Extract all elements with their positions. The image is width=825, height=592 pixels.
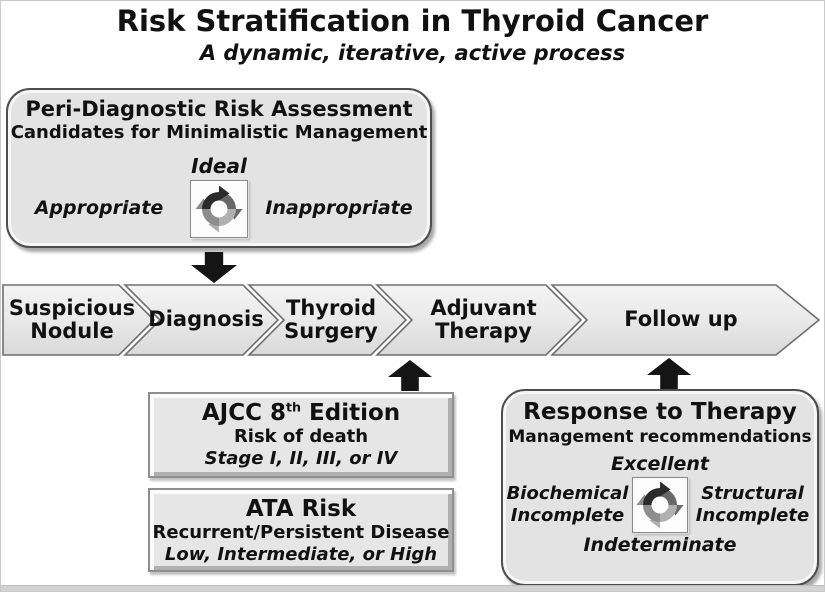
response-cycle-row: Biochemical Incomplete Structural Incomp… bbox=[503, 476, 817, 533]
ajcc-line3: Stage I, II, III, or IV bbox=[204, 448, 398, 470]
peri-box-subheading: Candidates for Minimalistic Management bbox=[10, 122, 428, 144]
biochemical-incomplete-label: Biochemical Incomplete bbox=[506, 483, 629, 526]
chevron-adjuvant-therapy bbox=[375, 284, 583, 356]
cycle-arrows-icon bbox=[632, 476, 688, 533]
response-box-heading: Response to Therapy bbox=[523, 399, 797, 425]
inappropriate-label: Inappropriate bbox=[265, 197, 413, 220]
ata-title: ATA Risk bbox=[245, 496, 357, 522]
response-box-subheading: Management recommendations bbox=[508, 426, 812, 447]
chevron-suspicious-nodule bbox=[2, 284, 156, 356]
up-arrow-ajcc-icon bbox=[388, 360, 432, 391]
chevron-thyroid-surgery bbox=[247, 284, 408, 356]
process-flow-band bbox=[2, 284, 821, 356]
ajcc-title-suffix: Edition bbox=[301, 400, 401, 426]
cycle-arrows-icon bbox=[190, 179, 248, 238]
step-thyroid-surgery: Thyroid Surgery bbox=[284, 295, 378, 343]
step-adjuvant-therapy: Adjuvant Therapy bbox=[430, 295, 537, 343]
step-diagnosis: Diagnosis bbox=[148, 307, 264, 332]
chevron-diagnosis bbox=[123, 284, 280, 356]
down-arrow-icon bbox=[191, 252, 237, 283]
chevron-follow-up bbox=[550, 284, 821, 356]
up-arrow-response-icon bbox=[647, 358, 691, 389]
ajcc-box: AJCC 8th Edition Risk of death Stage I, … bbox=[148, 392, 454, 478]
structural-incomplete-label: Structural Incomplete bbox=[695, 483, 810, 526]
step-suspicious-nodule: Suspicious Nodule bbox=[8, 295, 136, 343]
ajcc-title-prefix: AJCC 8 bbox=[201, 400, 286, 426]
ideal-label: Ideal bbox=[191, 153, 247, 178]
ajcc-title-sup: th bbox=[285, 399, 302, 415]
peri-diagnostic-box: Peri-Diagnostic Risk Assessment Candidat… bbox=[6, 88, 432, 248]
response-to-therapy-box: Response to Therapy Management recommend… bbox=[501, 389, 819, 586]
bottom-edge-strip bbox=[1, 585, 824, 591]
step-follow-up: Follow up bbox=[624, 307, 738, 332]
ata-risk-box: ATA Risk Recurrent/Persistent Disease Lo… bbox=[148, 488, 454, 572]
indeterminate-label: Indeterminate bbox=[583, 533, 737, 556]
excellent-label: Excellent bbox=[611, 452, 709, 475]
ajcc-line2: Risk of death bbox=[233, 426, 369, 448]
appropriate-label: Appropriate bbox=[34, 197, 164, 220]
diagram-subtitle: A dynamic, iterative, active process bbox=[199, 41, 626, 65]
ata-line2: Recurrent/Persistent Disease bbox=[152, 522, 450, 544]
ata-line3: Low, Intermediate, or High bbox=[164, 544, 438, 566]
peri-box-heading: Peri-Diagnostic Risk Assessment bbox=[25, 97, 413, 121]
peri-cycle-row: Appropriate Inappropriate bbox=[8, 179, 430, 238]
diagram-title: Risk Stratification in Thyroid Cancer bbox=[116, 4, 709, 38]
ajcc-title: AJCC 8th Edition bbox=[150, 400, 452, 426]
